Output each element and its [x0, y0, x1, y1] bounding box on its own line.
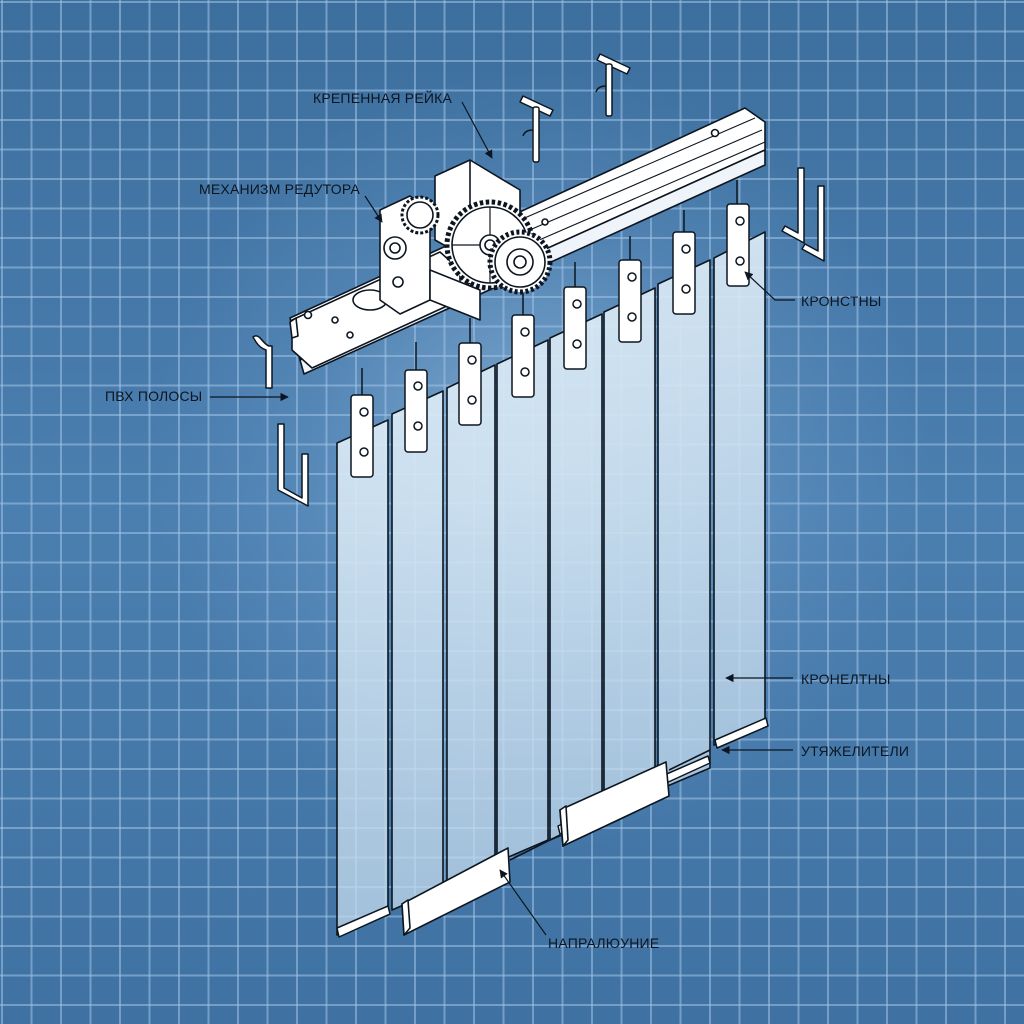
pvc-slats [336, 231, 766, 936]
slat-2 [391, 390, 444, 911]
slat-3 [446, 364, 496, 891]
hanger-7 [672, 210, 696, 315]
loose-brackets [252, 53, 825, 507]
t-bracket-1 [519, 95, 554, 163]
guide-channel-2 [559, 749, 711, 847]
label-pvc-strips: ПВХ ПОЛОСЫ [105, 388, 203, 404]
hook-bracket-left [252, 335, 273, 389]
hanger-4 [511, 293, 535, 398]
slat-7 [657, 259, 711, 791]
slat-6 [603, 287, 656, 816]
t-bracket-2 [595, 53, 631, 117]
label-weights: УТЯЖЕЛИТЕЛИ [801, 743, 910, 759]
gear-reducer-mechanism [379, 159, 553, 321]
label-gear-mechanism: МЕХАНИЗМ РЕДУТОРА [199, 181, 361, 197]
hanger-2 [404, 342, 428, 453]
label-strip: КРОНЕЛТНЫ [801, 671, 891, 687]
leader-brackets [744, 271, 795, 301]
l-bracket-right-2 [801, 185, 825, 262]
slat-4 [496, 339, 549, 863]
slat-1 [336, 419, 389, 936]
hanger-6 [618, 236, 642, 343]
label-brackets: КРОНСТНЫ [801, 293, 882, 309]
leader-lines [210, 101, 795, 936]
slat-8 [713, 231, 766, 746]
guide-channels [401, 749, 711, 936]
hanger-3 [458, 318, 482, 426]
u-bracket-left [277, 423, 309, 507]
slat-5 [549, 313, 603, 841]
label-rail: КРЕПЕННАЯ РЕЙКА [313, 90, 453, 106]
slat-hangers [350, 180, 750, 478]
hanger-5 [563, 262, 587, 370]
leader-gear-mechanism [364, 195, 383, 223]
guide-channel-1 [401, 834, 561, 936]
leader-rail [461, 101, 493, 159]
label-guide: НАПРАЛЮУНИЕ [548, 935, 660, 951]
hanger-8 [726, 180, 750, 287]
leader-guide [499, 869, 547, 936]
l-bracket-right-1 [781, 167, 805, 244]
hanger-1 [350, 368, 374, 478]
